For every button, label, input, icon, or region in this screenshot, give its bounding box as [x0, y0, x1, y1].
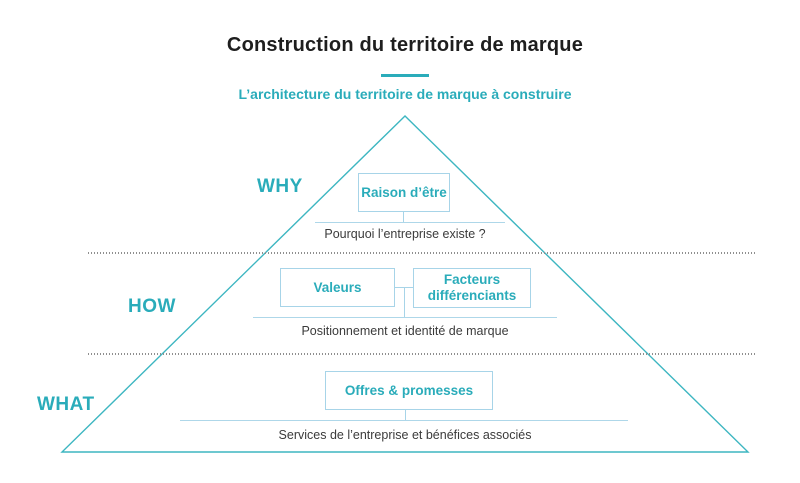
caption-what: Services de l’entreprise et bénéfices as… [278, 428, 532, 442]
page-subtitle: L’architecture du territoire de marque à… [238, 86, 572, 102]
connector-why-vertical [403, 212, 404, 222]
box-valeurs: Valeurs [280, 268, 395, 307]
rule-how [253, 317, 557, 318]
rule-what [180, 420, 628, 421]
caption-how: Positionnement et identité de marque [301, 324, 509, 338]
box-raison-detre: Raison d’être [358, 173, 450, 212]
connector-what-vertical [405, 410, 406, 420]
box-offres-promesses: Offres & promesses [325, 371, 493, 410]
separator-why-how [88, 252, 757, 254]
connector-how-horizontal [395, 287, 413, 288]
level-label-what: WHAT [37, 394, 95, 415]
level-label-how: HOW [128, 296, 176, 317]
connector-how-vertical [404, 288, 405, 317]
separator-how-what [88, 353, 757, 355]
box-facteurs-differenciants: Facteurs différenciants [413, 268, 531, 308]
page-title: Construction du territoire de marque [226, 34, 584, 56]
caption-why: Pourquoi l’entreprise existe ? [324, 227, 486, 241]
title-divider [381, 74, 429, 77]
level-label-why: WHY [257, 176, 303, 197]
rule-why [315, 222, 505, 223]
